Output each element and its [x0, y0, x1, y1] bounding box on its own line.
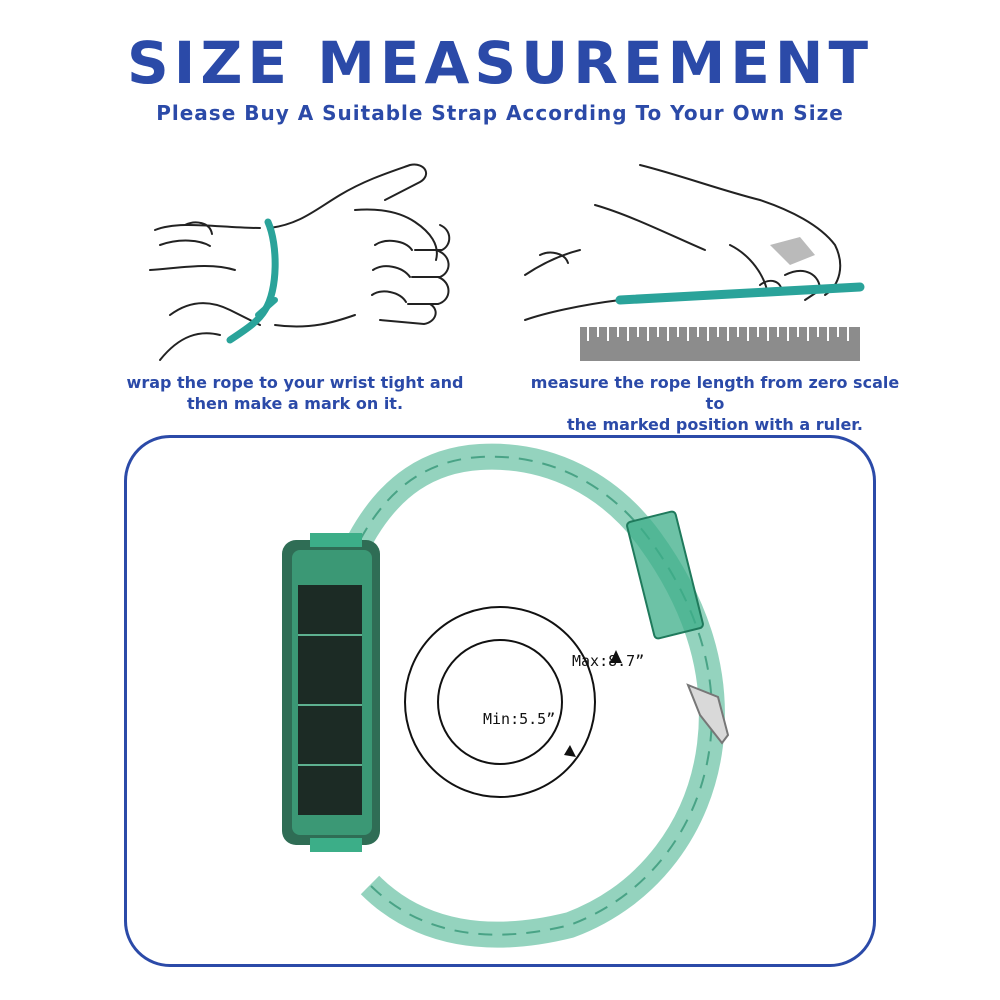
step-1-caption-line-1: wrap the rope to your wrist tight and: [126, 373, 464, 392]
min-size-label: Min:5.5”: [483, 710, 556, 728]
watch-strap-illustration: [282, 443, 730, 948]
wrist-wrap-illustration: [149, 163, 451, 361]
step-2-caption-line-1: measure the rope length from zero scale …: [530, 373, 900, 413]
max-size-label: Max:8.7”: [572, 652, 645, 670]
step-2-caption-line-2: the marked position with a ruler.: [567, 415, 863, 434]
product-frame: [124, 435, 876, 967]
page-subtitle: Please Buy A Suitable Strap According To…: [156, 101, 844, 125]
page-title: SIZE MEASUREMENT: [126, 29, 874, 97]
step-1-caption: wrap the rope to your wrist tight and th…: [110, 372, 480, 414]
step-1-caption-line-2: then make a mark on it.: [186, 394, 404, 413]
step-2-caption: measure the rope length from zero scale …: [520, 372, 910, 435]
ruler-measure-illustration: [524, 164, 865, 361]
